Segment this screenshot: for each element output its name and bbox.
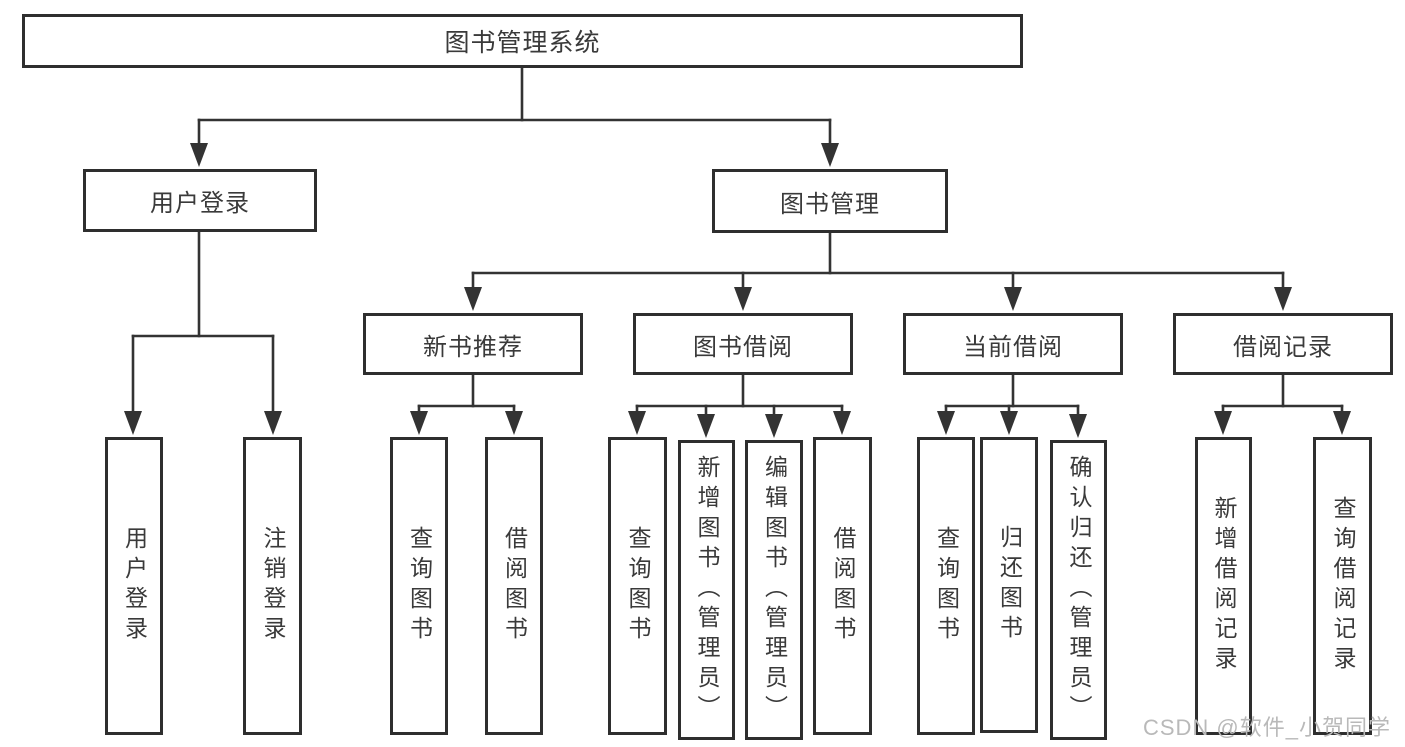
leaf-query-books-current: 查询图书 [917, 437, 975, 735]
leaf-query-books-newrec: 查询图书 [390, 437, 448, 735]
leaf-add-books-admin: 新增图书（管理员） [678, 440, 735, 740]
leaf-borrow-books-newrec: 借阅图书 [485, 437, 543, 735]
node-current-borrow: 当前借阅 [903, 313, 1123, 375]
leaf-query-books-borrow: 查询图书 [608, 437, 667, 735]
node-user-login: 用户登录 [83, 169, 317, 232]
node-borrow-records: 借阅记录 [1173, 313, 1393, 375]
node-root: 图书管理系统 [22, 14, 1023, 68]
leaf-borrow-books-borrow: 借阅图书 [813, 437, 872, 735]
leaf-user-login: 用户登录 [105, 437, 163, 735]
node-book-borrow: 图书借阅 [633, 313, 853, 375]
leaf-return-books: 归还图书 [980, 437, 1038, 733]
node-book-management: 图书管理 [712, 169, 948, 233]
leaf-query-borrow-record: 查询借阅记录 [1313, 437, 1372, 735]
leaf-edit-books-admin: 编辑图书（管理员） [745, 440, 803, 740]
leaf-add-borrow-record: 新增借阅记录 [1195, 437, 1252, 735]
leaf-confirm-return-admin: 确认归还（管理员） [1050, 440, 1107, 740]
node-new-book-recommend: 新书推荐 [363, 313, 583, 375]
leaf-logout: 注销登录 [243, 437, 302, 735]
